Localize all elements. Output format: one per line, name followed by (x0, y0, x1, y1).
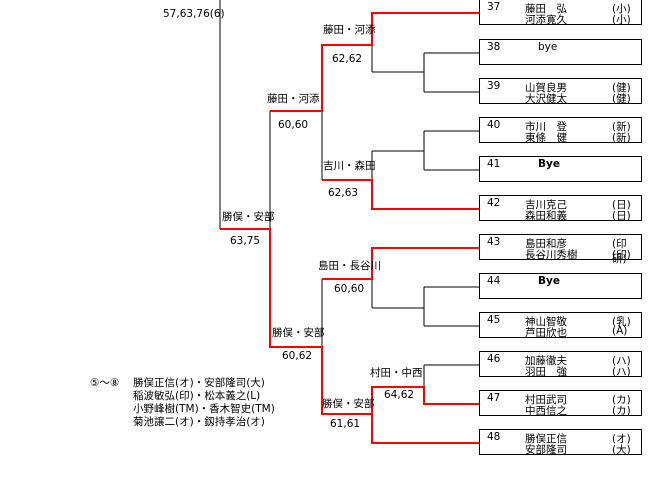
player-name: 吉川克己 (525, 199, 567, 211)
player-name: 藤田 弘 (525, 3, 567, 15)
player-affiliation: (A) (612, 325, 628, 337)
match-winner: 勝俣・安部 (272, 327, 325, 339)
match-winner: 勝俣・安部 (322, 398, 375, 410)
player-name: 勝俣正信 (525, 433, 567, 445)
draw-slot: 38 bye (479, 39, 642, 65)
draw-number: 40 (487, 119, 501, 131)
player-name: 東條 健 (525, 132, 567, 144)
draw-number: 46 (487, 353, 501, 365)
seed-pair: 稲波敏弘(印)・松本義之(L) (133, 390, 261, 402)
draw-slot: 39 山賀良男 (健) 大沢健太 (健) (479, 78, 642, 105)
match-score: 62,63 (328, 187, 359, 199)
seed-pair: 菊池譲二(オ)・釼持孝治(オ) (133, 416, 265, 428)
player-affiliation: (健) (612, 82, 631, 94)
player-affiliation: (カ) (612, 405, 631, 417)
match-score: 62,62 (332, 53, 363, 65)
player-affiliation: (ハ) (612, 355, 631, 367)
match-score: 60,60 (278, 119, 309, 131)
player-affiliation: (ハ) (612, 366, 631, 378)
player-name: 市川 登 (525, 121, 567, 133)
player-name: 島田和彦 (525, 238, 567, 250)
match-winner: 勝俣・安部 (222, 211, 275, 223)
bye-label: Bye (538, 158, 560, 170)
player-affiliation: (大) (612, 444, 631, 456)
draw-number: 37 (487, 1, 501, 13)
player-affiliation: (小) (612, 3, 631, 15)
draw-slot: 46 加藤徹夫 (ハ) 羽田 強 (ハ) (479, 351, 642, 378)
player-name: 村田武司 (525, 394, 567, 406)
draw-slot: 44 Bye (479, 273, 642, 299)
player-name: 中西信之 (525, 405, 567, 417)
player-name: 羽田 強 (525, 366, 567, 378)
draw-slot: 43 島田和彦 (印研) 長谷川秀樹 (印) (479, 234, 642, 265)
match-score: 63,75 (230, 235, 261, 247)
player-affiliation: (小) (612, 14, 631, 26)
draw-slot: 42 吉川克己 (日) 森田和義 (日) (479, 195, 642, 222)
draw-slot: 37 藤田 弘 (小) 河添寛久 (小) (479, 0, 642, 26)
bye-label: bye (538, 41, 558, 53)
draw-slot: 41 Bye (479, 156, 642, 182)
final-score: 57,63,76(6) (163, 8, 225, 20)
draw-slot: 48 勝俣正信 (オ) 安部隆司 (大) (479, 429, 642, 456)
draw-slot: 45 神山智敬 (乳) 芦田欣也 (A) (479, 312, 642, 339)
draw-number: 39 (487, 80, 501, 92)
draw-number: 45 (487, 314, 501, 326)
draw-number: 42 (487, 197, 501, 209)
player-name: 安部隆司 (525, 444, 567, 456)
player-name: 神山智敬 (525, 316, 567, 328)
player-affiliation: (カ) (612, 394, 631, 406)
player-name: 加藤徹夫 (525, 355, 567, 367)
player-name: 森田和義 (525, 210, 567, 222)
draw-number: 41 (487, 158, 501, 170)
draw-number: 43 (487, 236, 501, 248)
player-affiliation: (オ) (612, 433, 631, 445)
match-score: 64,62 (384, 389, 415, 401)
match-score: 60,60 (334, 283, 365, 295)
player-affiliation: (印研) (612, 238, 627, 265)
player-affiliation: (印) (612, 249, 631, 261)
seed-pair: 小野峰樹(TM)・香木智史(TM) (133, 403, 275, 415)
player-affiliation: (日) (612, 199, 631, 211)
player-affiliation: (日) (612, 210, 631, 222)
draw-slot: 47 村田武司 (カ) 中西信之 (カ) (479, 390, 642, 417)
bye-label: Bye (538, 275, 560, 287)
seed-pair: 勝俣正信(オ)・安部隆司(大) (133, 377, 265, 389)
player-affiliation: (新) (612, 132, 631, 144)
player-name: 大沢健太 (525, 93, 567, 105)
match-winner: 吉川・森田 (323, 160, 376, 172)
player-affiliation: (乳) (612, 316, 631, 328)
match-winner: 島田・長谷川 (318, 260, 381, 272)
player-affiliation: (新) (612, 121, 631, 133)
seed-legend: ⑤～⑧ 勝俣正信(オ)・安部隆司(大) 稲波敏弘(印)・松本義之(L) 小野峰樹… (90, 377, 275, 429)
draw-number: 38 (487, 41, 501, 53)
player-name: 河添寛久 (525, 14, 567, 26)
player-name: 山賀良男 (525, 82, 567, 94)
draw-number: 47 (487, 392, 501, 404)
player-name: 長谷川秀樹 (525, 249, 578, 261)
draw-slot: 40 市川 登 (新) 東條 健 (新) (479, 117, 642, 144)
match-score: 61,61 (330, 418, 361, 430)
match-winner: 藤田・河添 (267, 93, 320, 105)
player-name: 芦田欣也 (525, 327, 567, 339)
player-affiliation: (健) (612, 93, 631, 105)
match-score: 60,62 (282, 350, 313, 362)
match-winner: 藤田・河添 (323, 24, 376, 36)
draw-number: 44 (487, 275, 501, 287)
match-winner: 村田・中西 (370, 367, 423, 379)
seed-range-label: ⑤～⑧ (90, 377, 120, 389)
draw-number: 48 (487, 431, 501, 443)
